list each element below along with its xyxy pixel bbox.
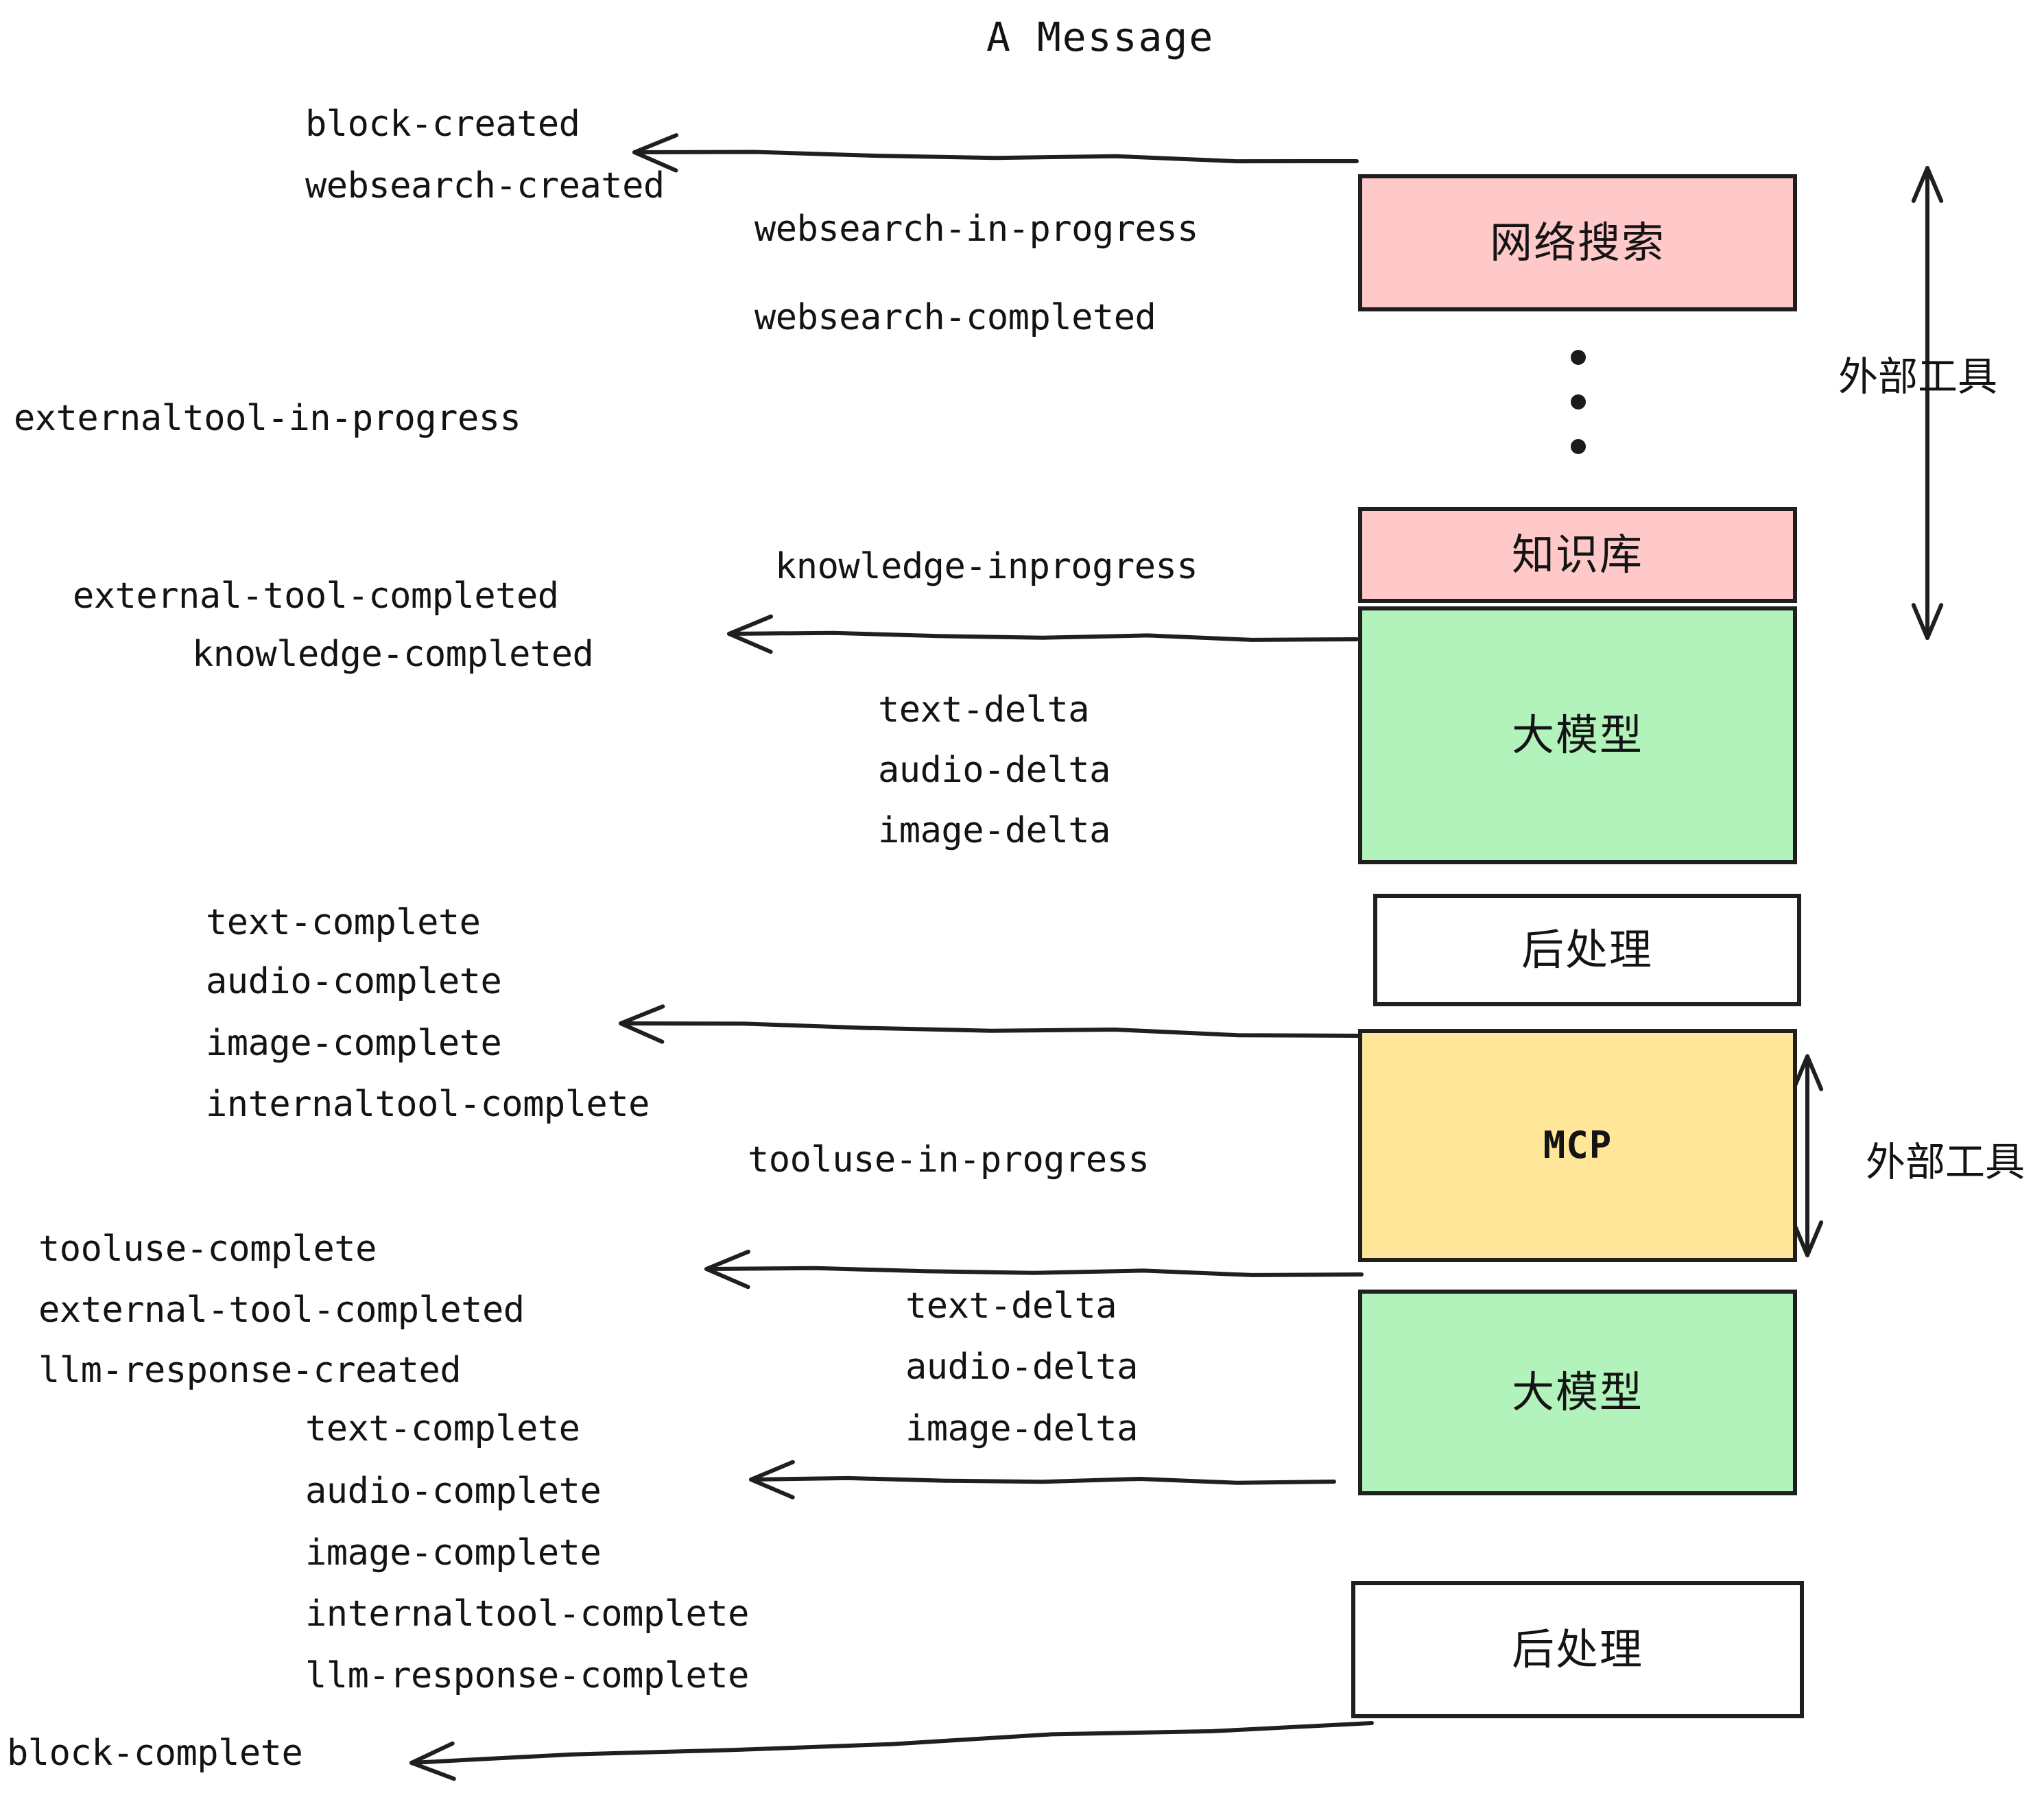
node-label-websearch: 网络搜索 [1489,217,1665,268]
scope-external-tools-bottom-head-down [1791,1220,1824,1257]
ellipsis-dot-1 [1571,350,1586,365]
scope-external-tools-top-head-down [1911,603,1944,640]
event-label-block-complete: block-complete [7,1733,303,1774]
event-label-tooluse-complete: tooluse-complete [38,1229,377,1270]
scope-external-tools-top-head-up [1911,166,1944,203]
arrow-to-image-complete-head [619,1004,665,1044]
node-websearch[interactable]: 网络搜索 [1358,174,1797,311]
node-postprocess-2[interactable]: 后处理 [1351,1581,1804,1718]
event-label-llm-response-created: llm-response-created [38,1350,462,1391]
arrow-to-tooluse-done-line [704,1266,1364,1277]
arrow-to-tooluse-done-head [704,1249,750,1290]
node-label-llm-1: 大模型 [1511,710,1643,760]
arrow-to-block-complete-line [409,1721,1374,1765]
event-label-image-complete-1: image-complete [206,1023,502,1064]
event-label-audio-complete-2: audio-complete [305,1471,602,1512]
event-label-knowledge-completed: knowledge-completed [192,634,594,675]
arrow-to-knowledge-done-head [727,614,773,654]
event-label-external-tool-completed-1: external-tool-completed [73,575,559,617]
node-postprocess-1[interactable]: 后处理 [1373,894,1801,1006]
arrow-to-block-complete-head [409,1741,456,1781]
scope-label-external-tools-bottom: 外部工具 [1866,1139,2025,1185]
event-label-image-complete-2: image-complete [305,1532,602,1574]
node-label-postprocess-2: 后处理 [1511,1624,1643,1674]
ellipsis-dot-2 [1571,394,1586,410]
arrow-to-block-created-line [632,150,1359,164]
event-label-text-delta-1: text-delta [878,689,1090,731]
node-llm-2[interactable]: 大模型 [1358,1290,1797,1495]
arrow-to-audio-complete-head [749,1460,795,1499]
ellipsis-dot-3 [1571,439,1586,454]
event-label-internaltool-complete-1: internaltool-complete [206,1084,650,1125]
event-label-internaltool-complete-2: internaltool-complete [305,1593,749,1635]
event-label-text-complete-2: text-complete [305,1408,580,1449]
node-mcp[interactable]: MCP [1358,1029,1797,1262]
node-knowledgebase[interactable]: 知识库 [1358,507,1797,603]
event-label-block-created: block-created [305,104,580,145]
event-label-websearch-completed: websearch-completed [754,297,1156,338]
node-label-mcp: MCP [1543,1124,1613,1167]
event-label-audio-delta-2: audio-delta [905,1346,1138,1388]
scope-label-external-tools-top: 外部工具 [1838,353,1998,400]
event-label-image-delta-2: image-delta [905,1408,1138,1449]
event-label-websearch-in-progress: websearch-in-progress [754,209,1198,250]
arrow-to-knowledge-done-line [727,630,1359,642]
event-label-tooluse-in-progress: tooluse-in-progress [748,1139,1150,1180]
arrow-to-image-complete-line [619,1021,1364,1038]
event-label-text-delta-2: text-delta [905,1285,1117,1327]
event-label-llm-response-complete: llm-response-complete [305,1655,749,1696]
event-label-text-complete-1: text-complete [206,902,481,943]
event-label-knowledge-inprogress: knowledge-inprogress [775,546,1198,587]
node-llm-1[interactable]: 大模型 [1358,606,1797,864]
event-label-externaltool-in-progress: externaltool-in-progress [14,398,521,439]
node-label-postprocess-1: 后处理 [1521,925,1653,975]
event-label-audio-delta-1: audio-delta [878,750,1110,791]
diagram-title: A Message [986,14,1215,60]
event-label-websearch-created: websearch-created [305,165,665,206]
scope-external-tools-bottom-head-up [1791,1054,1824,1091]
event-label-audio-complete-1: audio-complete [206,961,502,1002]
arrow-to-audio-complete-line [749,1475,1336,1485]
event-label-image-delta-1: image-delta [878,810,1110,851]
node-label-llm-2: 大模型 [1511,1367,1643,1417]
event-label-external-tool-completed-2: external-tool-completed [38,1290,525,1331]
node-label-knowledgebase: 知识库 [1511,530,1643,580]
